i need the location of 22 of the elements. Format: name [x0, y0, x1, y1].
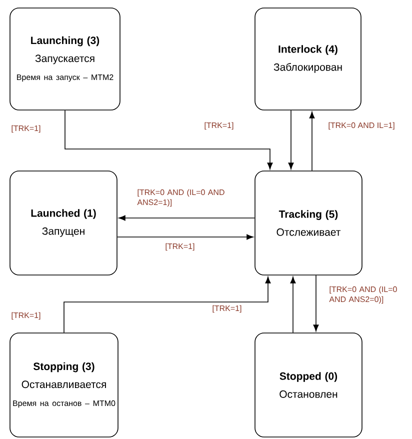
- arrow: [309, 112, 315, 171]
- state-box: Launching (3) Запускается Время на запуск – MTM2: [10, 8, 120, 110]
- arrow: [290, 276, 296, 333]
- arrow: [117, 234, 254, 240]
- state-box: Interlock (4) Заблокирован: [254, 8, 362, 110]
- edge-label: [TRK=1]: [12, 125, 40, 133]
- edge-label: [TRK=1]: [12, 312, 40, 320]
- edge-label: [TRK=1]: [166, 243, 194, 251]
- arrow: [64, 110, 273, 170]
- arrow: [313, 275, 319, 332]
- condition-label: [TRK=1]: [212, 305, 242, 313]
- edge-label: [TRK=0 AND (IL=0 AND ANS2=0)]: [329, 286, 397, 304]
- state-box: Stopping (3) Останавливается Время на останов – MTM0: [10, 332, 118, 438]
- arrow: [288, 110, 294, 170]
- state-box: Stopped (0) Остановлен: [254, 332, 362, 438]
- edge-label: [TRK=0 AND (IL=0 AND ANS2=1)]: [137, 189, 224, 207]
- arrow: [118, 215, 255, 221]
- state-box: Launched (1) Запущен: [10, 170, 118, 276]
- condition-label: [TRK=1]: [204, 122, 234, 130]
- edge-label: [TRK=0 AND IL=1]: [328, 122, 394, 130]
- arrow: [64, 276, 271, 333]
- state-box: Tracking (5) Отслеживает: [254, 170, 362, 276]
